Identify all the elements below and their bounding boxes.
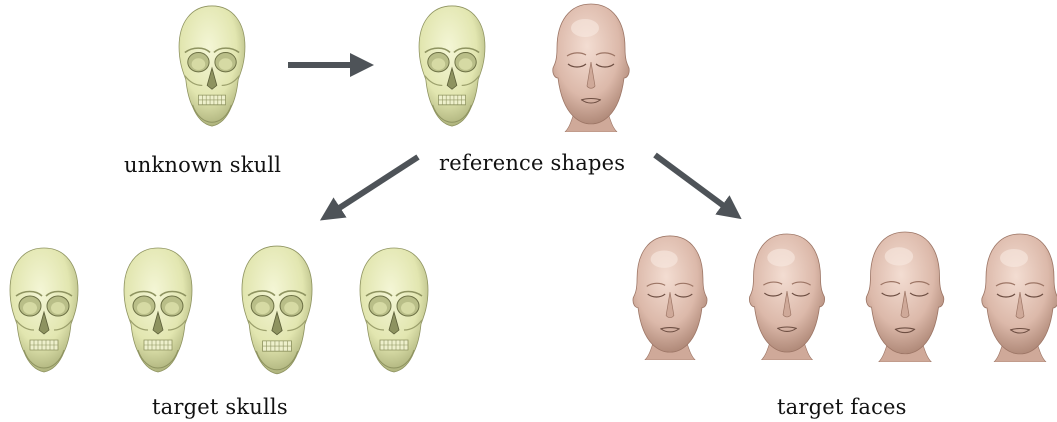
reference-face-image	[553, 4, 629, 132]
target-skull-1	[10, 248, 78, 372]
unknown-skull-image	[179, 6, 245, 126]
arrow-to-target-faces	[655, 155, 732, 212]
target-skull-4	[360, 248, 428, 372]
target-face-4	[982, 234, 1057, 362]
target-face-1	[633, 236, 707, 360]
target-faces-label: target faces	[777, 395, 907, 419]
unknown-skull-label: unknown skull	[124, 153, 281, 177]
reference-skull-image	[419, 6, 485, 126]
reference-shapes-label: reference shapes	[439, 151, 625, 175]
target-skull-3	[242, 246, 312, 374]
target-face-3	[866, 232, 944, 362]
arrow-to-target-skulls	[330, 157, 418, 214]
target-skull-2	[124, 248, 192, 372]
target-face-2	[749, 234, 824, 360]
target-skulls-label: target skulls	[152, 395, 288, 419]
